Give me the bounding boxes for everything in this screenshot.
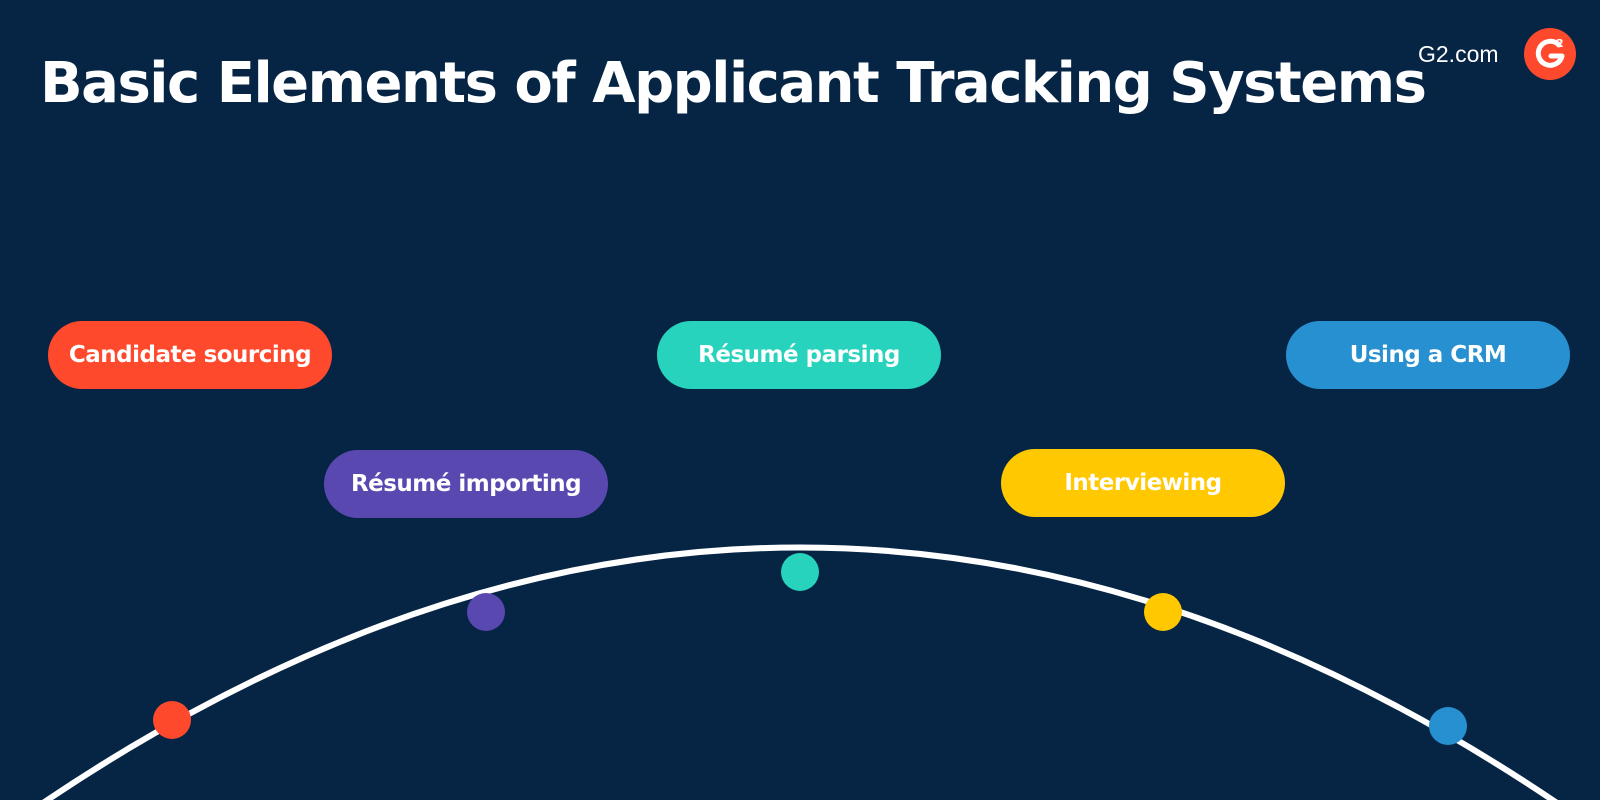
label-using-a-crm: Using a CRM bbox=[1286, 321, 1570, 389]
label-resume-parsing: Résumé parsing bbox=[657, 321, 941, 389]
brand-text: G2.com bbox=[1418, 41, 1499, 67]
label-candidate-sourcing: Candidate sourcing bbox=[48, 321, 332, 389]
node-resume-importing bbox=[467, 593, 505, 631]
label-resume-importing: Résumé importing bbox=[324, 450, 608, 518]
node-resume-parsing bbox=[781, 553, 819, 591]
node-using-a-crm bbox=[1429, 707, 1467, 745]
logo-superscript: 2 bbox=[1556, 37, 1564, 50]
arc-line bbox=[42, 544, 1558, 800]
page-title: Basic Elements of Applicant Tracking Sys… bbox=[40, 51, 1427, 116]
label-interviewing: Interviewing bbox=[1001, 449, 1285, 517]
g2-logo-icon: 2 bbox=[1524, 28, 1576, 80]
node-candidate-sourcing bbox=[153, 701, 191, 739]
node-interviewing bbox=[1144, 593, 1182, 631]
